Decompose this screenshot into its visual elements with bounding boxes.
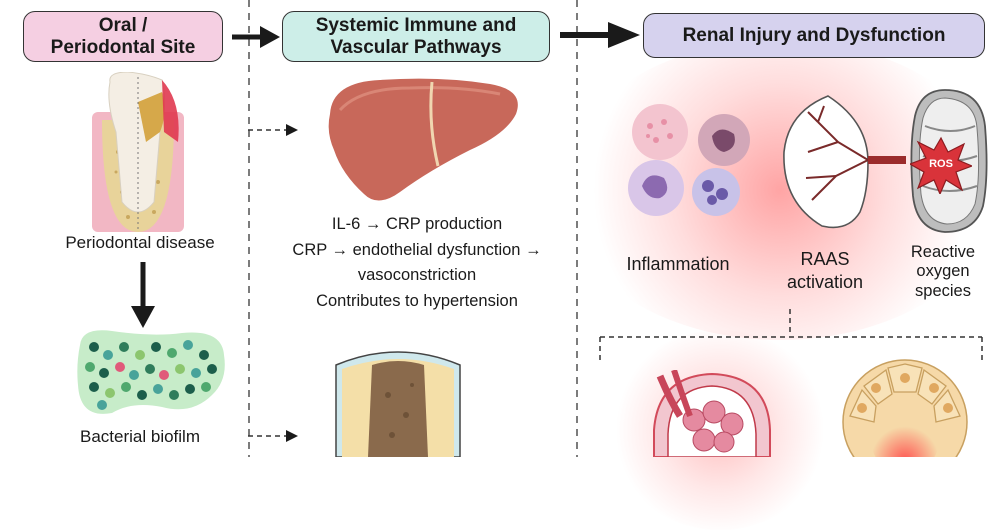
header-renal: Renal Injury and Dysfunction [643,13,985,58]
pathway-line-3: vasoconstriction [357,266,477,285]
header-renal-text: Renal Injury and Dysfunction [682,24,946,46]
tubule-cells-icon [842,359,968,457]
header-oral-line1: Oral / [98,15,148,37]
arrow-down-icon [131,262,155,328]
header-systemic-line1: Systemic Immune and [315,15,517,37]
biofilm-bacteria [85,340,217,410]
label-ros-line1: Reactive [910,243,976,261]
header-oral-line2: Periodontal Site [50,36,196,58]
pathway-line-4: Contributes to hypertension [316,291,518,310]
raas-vessel-icon [783,95,906,229]
label-periodontal-disease: Periodontal disease [65,233,215,252]
header-oral-site: Oral / Periodontal Site [23,11,223,62]
dashed-arrow-liver [248,124,298,136]
pathway-line-1: IL-6 → CRP production [331,215,503,233]
label-bacterial-biofilm: Bacterial biofilm [80,427,200,446]
label-ros-line2: oxygen [916,262,970,281]
column-dividers [248,0,578,457]
header-systemic: Systemic Immune and Vascular Pathways [282,11,550,62]
label-raas-line2: activation [786,271,864,292]
arrow-oral-to-systemic [260,26,280,48]
arrow-systemic-to-renal [608,22,640,48]
dashed-arrow-bone [248,430,298,442]
ros-badge-text: ROS [929,158,953,170]
label-raas-line1: RAAS [800,249,850,269]
header-arrows [232,22,640,48]
pathway-text: IL-6 → CRP production CRP → endothelial … [262,212,572,314]
label-inflammation: Inflammation [626,254,730,274]
pathway-line-2: CRP → endothelial dysfunction → [292,240,542,259]
biofilm-icon [77,330,225,414]
bone-icon [335,351,461,457]
inflammatory-cells-icon [628,104,750,216]
header-systemic-line2: Vascular Pathways [330,36,502,58]
label-raas-activation: RAAS activation [770,248,880,293]
glomerulus-icon [653,370,771,457]
label-reactive-oxygen-species: Reactive oxygen species [890,243,996,301]
label-ros-line3: species [915,281,971,300]
ros-burst-icon [910,136,972,194]
branch-connector [599,309,983,361]
tooth-icon [92,72,184,232]
liver-icon [328,78,518,201]
